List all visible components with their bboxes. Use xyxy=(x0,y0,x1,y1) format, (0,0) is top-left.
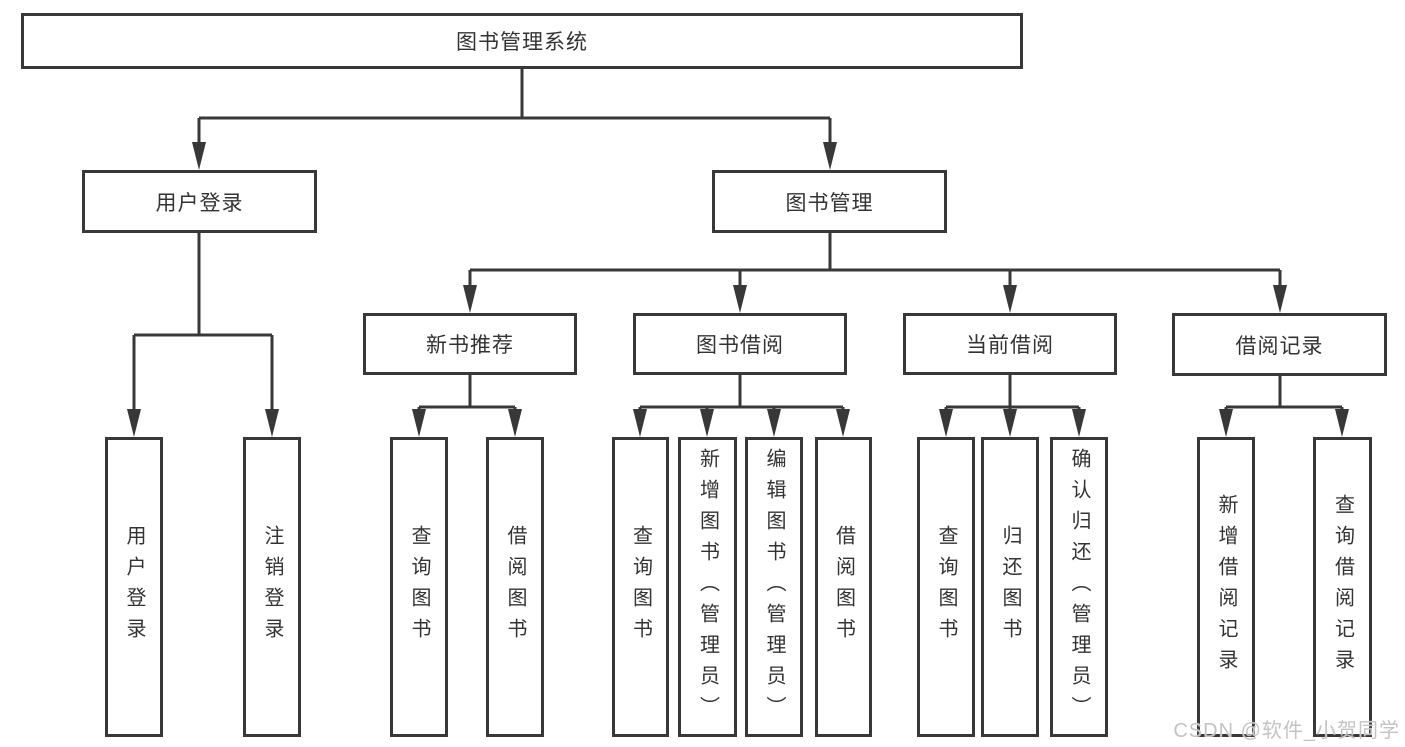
leaf-recommend-borrow-book: 借阅图书 xyxy=(486,437,544,737)
node-borrow-records-label: 借阅记录 xyxy=(1235,334,1324,358)
node-book-management: 图书管理 xyxy=(712,170,947,233)
node-borrow-records: 借阅记录 xyxy=(1172,313,1387,376)
csdn-watermark: CSDN @软件_小贺同学 xyxy=(1173,720,1400,742)
leaf-current-confirm-return-admin-label: 确认归还（管理员） xyxy=(1068,447,1090,727)
leaf-recommend-borrow-book-label: 借阅图书 xyxy=(504,525,526,649)
node-book-borrowing-label: 图书借阅 xyxy=(696,334,784,357)
leaf-user-login-label: 用户登录 xyxy=(123,525,145,649)
node-current-borrowing-label: 当前借阅 xyxy=(966,334,1054,357)
leaf-recommend-query-book-label: 查询图书 xyxy=(408,525,430,649)
leaf-borrowing-borrow-book-label: 借阅图书 xyxy=(832,525,855,649)
node-root-label: 图书管理系统 xyxy=(456,31,588,54)
leaf-logout: 注销登录 xyxy=(243,437,301,737)
leaf-borrowing-borrow-book: 借阅图书 xyxy=(815,437,872,737)
leaf-borrowing-edit-book-admin: 编辑图书（管理员） xyxy=(745,437,803,737)
node-book-borrowing: 图书借阅 xyxy=(633,313,847,375)
leaf-borrowing-add-book-admin: 新增图书（管理员） xyxy=(678,437,737,737)
node-book-management-label: 图书管理 xyxy=(785,191,874,215)
leaf-current-query-book-label: 查询图书 xyxy=(935,525,957,649)
leaf-current-return-book: 归还图书 xyxy=(981,437,1039,737)
node-user-login-label: 用户登录 xyxy=(155,191,244,215)
node-user-login: 用户登录 xyxy=(82,170,317,233)
leaf-records-add-record-label: 新增借阅记录 xyxy=(1215,494,1237,680)
node-new-book-recommend-label: 新书推荐 xyxy=(426,334,514,357)
leaf-user-login: 用户登录 xyxy=(105,437,163,737)
node-current-borrowing: 当前借阅 xyxy=(903,313,1117,375)
leaf-borrowing-add-book-admin-label: 新增图书（管理员） xyxy=(696,447,719,727)
leaf-current-query-book: 查询图书 xyxy=(917,437,975,737)
leaf-recommend-query-book: 查询图书 xyxy=(390,437,448,737)
leaf-current-return-book-label: 归还图书 xyxy=(999,525,1021,649)
leaf-current-confirm-return-admin: 确认归还（管理员） xyxy=(1050,437,1108,737)
node-root: 图书管理系统 xyxy=(21,13,1023,69)
leaf-logout-label: 注销登录 xyxy=(261,525,283,649)
leaf-records-query-record: 查询借阅记录 xyxy=(1313,437,1372,737)
leaf-records-query-record-label: 查询借阅记录 xyxy=(1331,494,1354,680)
leaf-borrowing-query-book-label: 查询图书 xyxy=(629,525,652,649)
leaf-borrowing-edit-book-admin-label: 编辑图书（管理员） xyxy=(763,447,785,727)
leaf-borrowing-query-book: 查询图书 xyxy=(612,437,669,737)
leaf-records-add-record: 新增借阅记录 xyxy=(1197,437,1255,737)
node-new-book-recommend: 新书推荐 xyxy=(363,313,577,375)
arrowheads xyxy=(127,142,1349,437)
